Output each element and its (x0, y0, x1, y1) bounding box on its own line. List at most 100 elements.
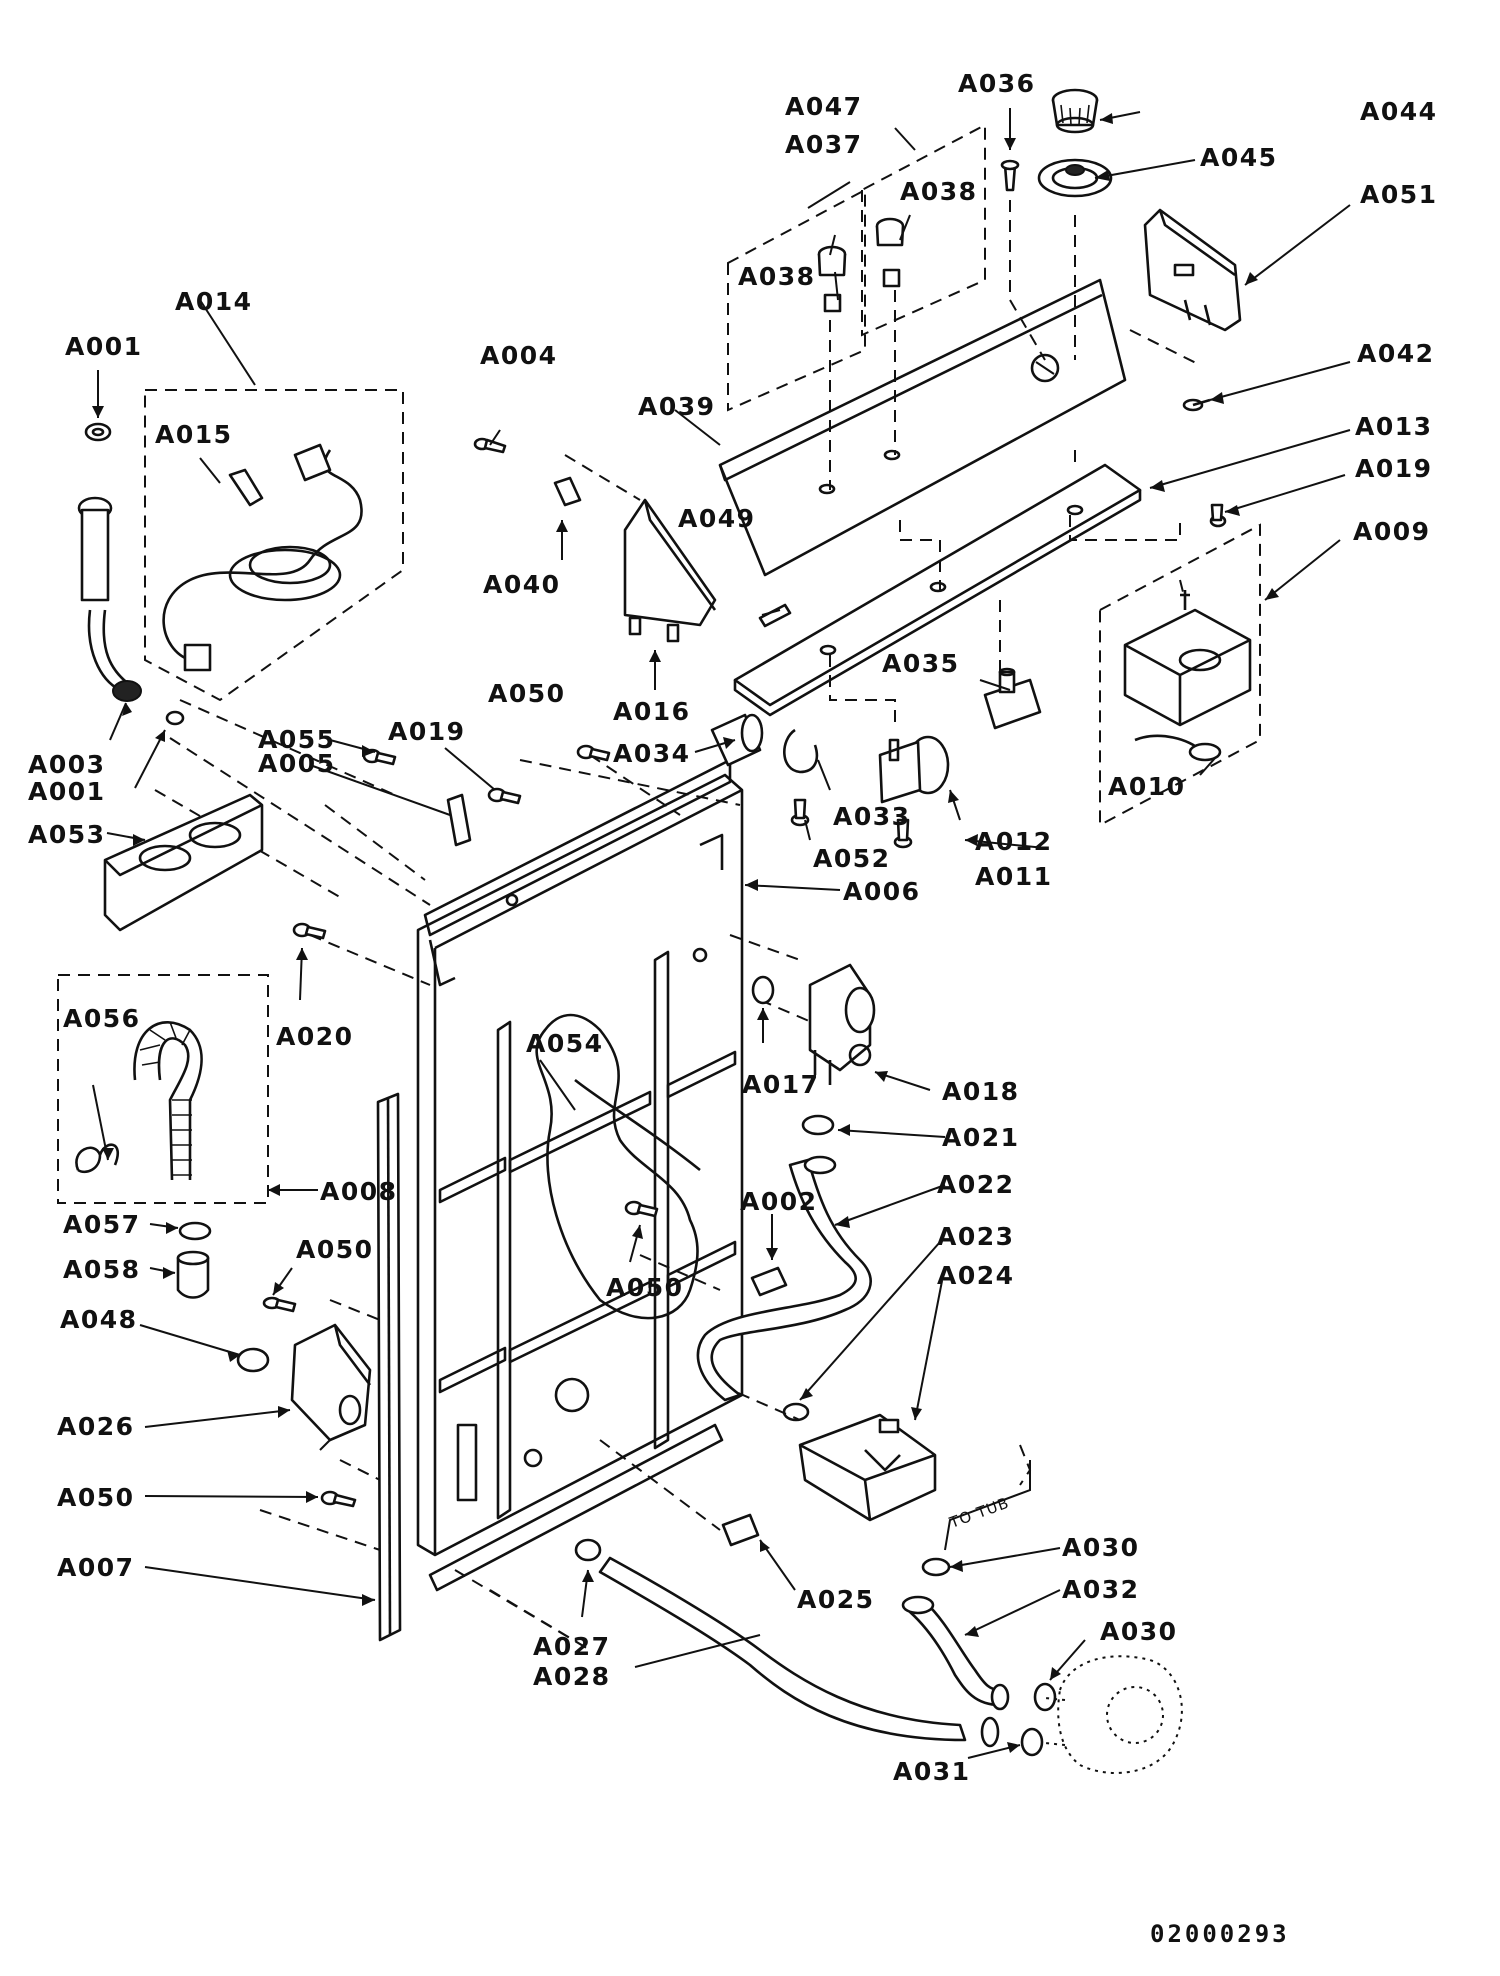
label-A024: A024 (937, 1261, 1015, 1290)
label-A015: A015 (155, 420, 233, 449)
label-A033: A033 (833, 802, 911, 831)
label-A021: A021 (942, 1123, 1020, 1152)
screw (262, 1296, 297, 1313)
pin (758, 603, 792, 628)
label-A007: A007 (57, 1553, 135, 1582)
side-rail (376, 1092, 402, 1642)
label-A035: A035 (882, 649, 960, 678)
label-A008: A008 (320, 1177, 398, 1206)
capacitor (710, 713, 764, 767)
label-A019-right: A019 (1355, 454, 1433, 483)
label-A006: A006 (843, 877, 921, 906)
screw (487, 787, 522, 805)
label-A050-mid-left: A050 (296, 1235, 374, 1264)
clip (553, 476, 582, 507)
drain-hose (574, 1538, 1000, 1748)
label-A054: A054 (526, 1029, 604, 1058)
label-A049: A049 (678, 504, 756, 533)
wire-harness (535, 1013, 701, 1320)
screw (320, 1490, 357, 1508)
valve-seal (751, 975, 775, 1005)
control-rail (733, 463, 1142, 717)
pressure-switch (878, 735, 950, 804)
screw (893, 818, 913, 849)
switch (983, 667, 1042, 730)
label-A019-left: A019 (388, 717, 466, 746)
label-A017: A017 (742, 1070, 820, 1099)
hose-clamp (921, 1557, 951, 1577)
screw (292, 922, 327, 940)
hose-clamp (801, 1114, 835, 1136)
label-A005: A005 (258, 749, 336, 778)
console-panel (718, 278, 1127, 577)
label-A052: A052 (813, 844, 891, 873)
pump-bracket (290, 1323, 372, 1451)
power-cord-kit (144, 389, 404, 702)
access-cover (103, 793, 264, 932)
inlet-fitting (77, 496, 142, 702)
label-A022: A022 (937, 1170, 1015, 1199)
label-A034: A034 (613, 739, 691, 768)
label-A055: A055 (258, 725, 336, 754)
label-A030-top: A030 (1062, 1533, 1140, 1562)
label-A018: A018 (942, 1077, 1020, 1106)
label-A058: A058 (63, 1255, 141, 1284)
label-A056: A056 (63, 1004, 141, 1033)
screw (1000, 159, 1020, 192)
button-kit-left (727, 188, 866, 412)
label-A025: A025 (797, 1585, 875, 1614)
label-A032: A032 (1062, 1575, 1140, 1604)
drain-hose-kit (57, 974, 269, 1204)
label-A013: A013 (1355, 412, 1433, 441)
drawing-number: 02000293 (1150, 1920, 1290, 1948)
label-A051: A051 (1360, 180, 1438, 209)
label-A027: A027 (533, 1632, 611, 1661)
timer-knob (1051, 88, 1099, 134)
bracket (1129, 208, 1242, 366)
hose-clamp (178, 1221, 212, 1241)
label-A028: A028 (533, 1662, 611, 1691)
label-A023: A023 (937, 1222, 1015, 1251)
end-cap (623, 498, 717, 643)
label-A039: A039 (638, 392, 716, 421)
clip (750, 1266, 788, 1297)
label-A031: A031 (893, 1757, 971, 1786)
label-A001-bottom: A001 (28, 777, 106, 806)
label-A042: A042 (1357, 339, 1435, 368)
hose-clamp (1033, 1682, 1057, 1712)
label-A050-lower-left: A050 (57, 1483, 135, 1512)
label-A026: A026 (57, 1412, 135, 1441)
label-A010: A010 (1108, 772, 1186, 801)
label-A030-bottom: A030 (1100, 1617, 1178, 1646)
label-A047: A047 (785, 92, 863, 121)
pump (1044, 1655, 1183, 1774)
label-A045: A045 (1200, 143, 1278, 172)
arrowheads (92, 113, 1279, 1753)
hose-clamp (1020, 1727, 1044, 1757)
label-A037: A037 (785, 130, 863, 159)
label-A050-center: A050 (606, 1273, 684, 1302)
label-A004: A004 (480, 341, 558, 370)
label-A003: A003 (28, 750, 106, 779)
label-A053: A053 (28, 820, 106, 849)
screw (576, 744, 611, 762)
label-A044: A044 (1360, 97, 1438, 126)
button-kit-right (861, 123, 986, 337)
washer (165, 710, 185, 726)
label-A040: A040 (483, 570, 561, 599)
timer-kit (1099, 523, 1261, 827)
label-A020: A020 (276, 1022, 354, 1051)
screw (1209, 503, 1227, 528)
label-A002: A002 (740, 1187, 818, 1216)
label-A057: A057 (63, 1210, 141, 1239)
cabinet-back-panel (416, 758, 744, 1592)
tub-hose (901, 1595, 1010, 1711)
label-A036: A036 (958, 69, 1036, 98)
capacitor-clamp (783, 728, 819, 774)
screw (1182, 398, 1211, 412)
hose-fitting (176, 1250, 210, 1299)
to-tub-marker (944, 1460, 1031, 1551)
label-A050-top: A050 (488, 679, 566, 708)
to-tub-label: TO TUB (946, 1494, 1012, 1533)
